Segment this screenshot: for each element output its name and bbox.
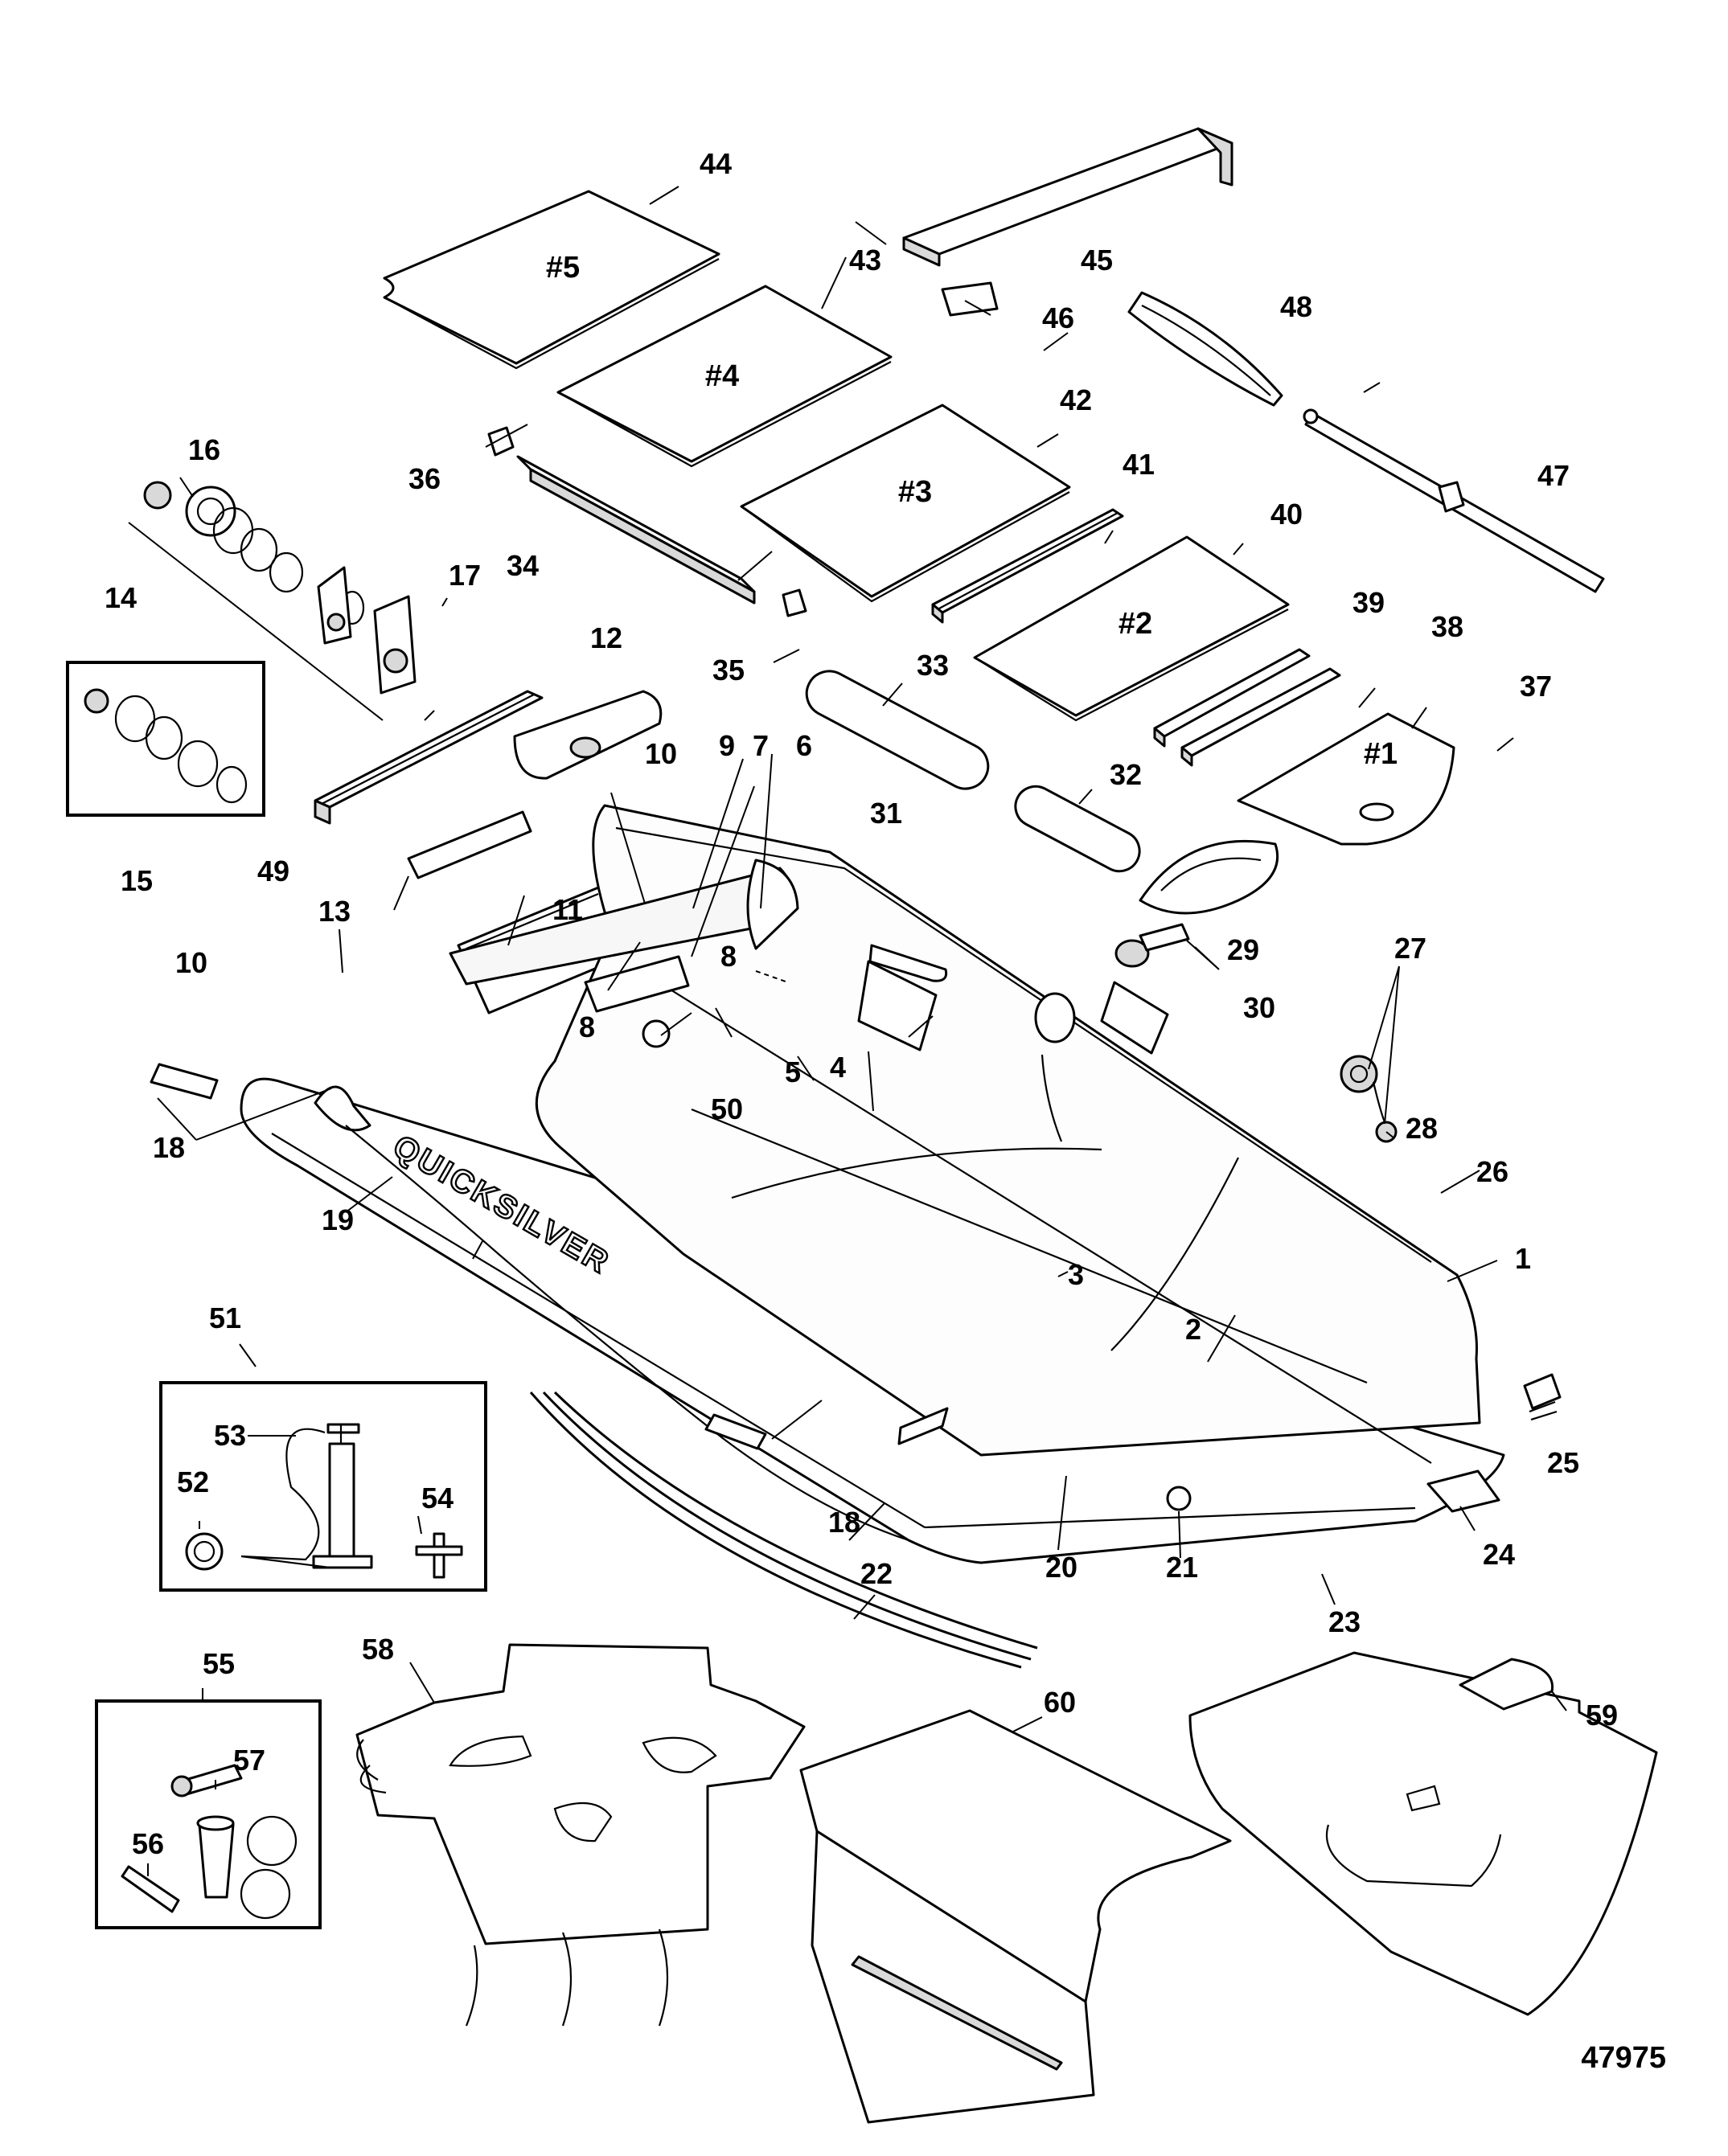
callout-16: 16 (188, 433, 220, 466)
transom-bracket (407, 810, 532, 879)
callout-17: 17 (449, 559, 481, 592)
callout-31: 31 (870, 797, 902, 830)
callout-5: 5 (785, 1055, 801, 1088)
pump-kit-box (159, 1381, 487, 1592)
callout-1: 1 (1515, 1242, 1531, 1275)
callout-41: 41 (1123, 448, 1155, 481)
panel-1-label: #1 (1364, 737, 1398, 771)
callout-18a: 18 (153, 1131, 185, 1164)
callout-24: 24 (1483, 1538, 1515, 1571)
logo-decal (1523, 1373, 1562, 1421)
storage-bag (1188, 1651, 1658, 2016)
callout-9: 9 (719, 729, 735, 762)
floor-panel-1: #1 (1237, 712, 1455, 846)
callout-51: 51 (209, 1301, 241, 1334)
callout-15: 15 (121, 864, 153, 897)
callout-11: 11 (552, 893, 583, 926)
floor-panel-4: #4 (556, 285, 893, 468)
callout-50: 50 (711, 1092, 743, 1125)
transom-board (314, 690, 544, 825)
panel-3-label: #3 (898, 475, 932, 509)
callout-38: 38 (1431, 610, 1463, 643)
callout-53: 53 (214, 1419, 246, 1452)
spray-cover (355, 1643, 806, 2027)
callout-26: 26 (1476, 1155, 1508, 1188)
callout-56: 56 (132, 1827, 164, 1860)
callout-60: 60 (1044, 1686, 1076, 1719)
callout-45: 45 (1081, 244, 1113, 277)
boat-hull: QUICKSILVER (240, 804, 1505, 1564)
callout-57: 57 (233, 1744, 265, 1777)
callout-3: 3 (1068, 1258, 1084, 1291)
callout-6: 6 (796, 729, 812, 762)
callout-22: 22 (860, 1557, 893, 1590)
grab-handle (1114, 839, 1279, 968)
callout-46: 46 (1042, 301, 1074, 334)
valve-assembly (128, 477, 417, 721)
callout-18b: 18 (828, 1506, 860, 1539)
callout-43: 43 (849, 244, 881, 277)
callout-labels: 1 2 3 4 5 6 7 8 8 9 10 10 11 12 13 14 15… (105, 147, 1618, 1860)
callout-23: 23 (1328, 1605, 1361, 1638)
callout-47: 47 (1537, 459, 1570, 492)
callout-48: 48 (1280, 290, 1312, 323)
callout-39: 39 (1352, 586, 1385, 619)
callout-29: 29 (1227, 933, 1259, 966)
callout-14: 14 (105, 581, 137, 614)
callout-59: 59 (1586, 1699, 1618, 1732)
callout-30: 30 (1243, 991, 1275, 1024)
callout-7: 7 (753, 729, 769, 762)
floor-stringers (931, 508, 1341, 767)
floor-panel-2: #2 (973, 535, 1290, 722)
callout-8a: 8 (579, 1010, 595, 1043)
callout-52: 52 (177, 1465, 209, 1498)
callout-10b: 10 (175, 946, 207, 979)
panel-4-label: #4 (705, 359, 739, 393)
callout-10a: 10 (645, 737, 677, 770)
figure-number: 47975 (1581, 2041, 1666, 2075)
callout-42: 42 (1060, 383, 1092, 416)
floor-panel-3: #3 (740, 404, 1071, 603)
callout-2: 2 (1185, 1313, 1201, 1346)
valve-kit-box (66, 661, 265, 817)
panel-2-label: #2 (1118, 607, 1152, 641)
seat-bench (902, 127, 1233, 317)
panel-5-label: #5 (546, 251, 580, 285)
callout-55: 55 (203, 1647, 235, 1680)
side-handle-lower (704, 1413, 767, 1450)
grommet-rings (805, 670, 1141, 873)
callout-49: 49 (257, 855, 289, 887)
oar (1127, 291, 1605, 593)
floor-panel-5: #5 (383, 190, 720, 370)
callout-33: 33 (917, 649, 949, 682)
callout-44: 44 (700, 147, 732, 180)
callout-40: 40 (1270, 498, 1303, 531)
repair-kit-box (95, 1699, 322, 1929)
callout-19: 19 (322, 1203, 354, 1236)
callout-13: 13 (318, 895, 351, 928)
cover-panel (513, 690, 663, 780)
callout-37: 37 (1520, 670, 1552, 703)
callout-27: 27 (1394, 932, 1426, 965)
keel-strip (529, 1391, 1038, 1669)
callout-32: 32 (1110, 758, 1142, 791)
side-handle (150, 1063, 219, 1100)
seat-cushion (799, 1709, 1232, 2124)
leader-lines (147, 186, 1567, 1876)
callout-4: 4 (830, 1051, 846, 1084)
callout-34: 34 (507, 549, 539, 582)
callout-58: 58 (362, 1633, 394, 1666)
callout-21: 21 (1166, 1551, 1198, 1584)
callout-20: 20 (1045, 1551, 1077, 1584)
callout-54: 54 (421, 1482, 454, 1515)
thwart-rail (487, 426, 807, 617)
callout-28: 28 (1406, 1112, 1438, 1145)
callout-36: 36 (408, 462, 441, 495)
callout-12: 12 (590, 621, 622, 654)
callout-35: 35 (712, 654, 745, 687)
callout-25: 25 (1547, 1446, 1579, 1479)
callout-8b: 8 (720, 940, 737, 973)
